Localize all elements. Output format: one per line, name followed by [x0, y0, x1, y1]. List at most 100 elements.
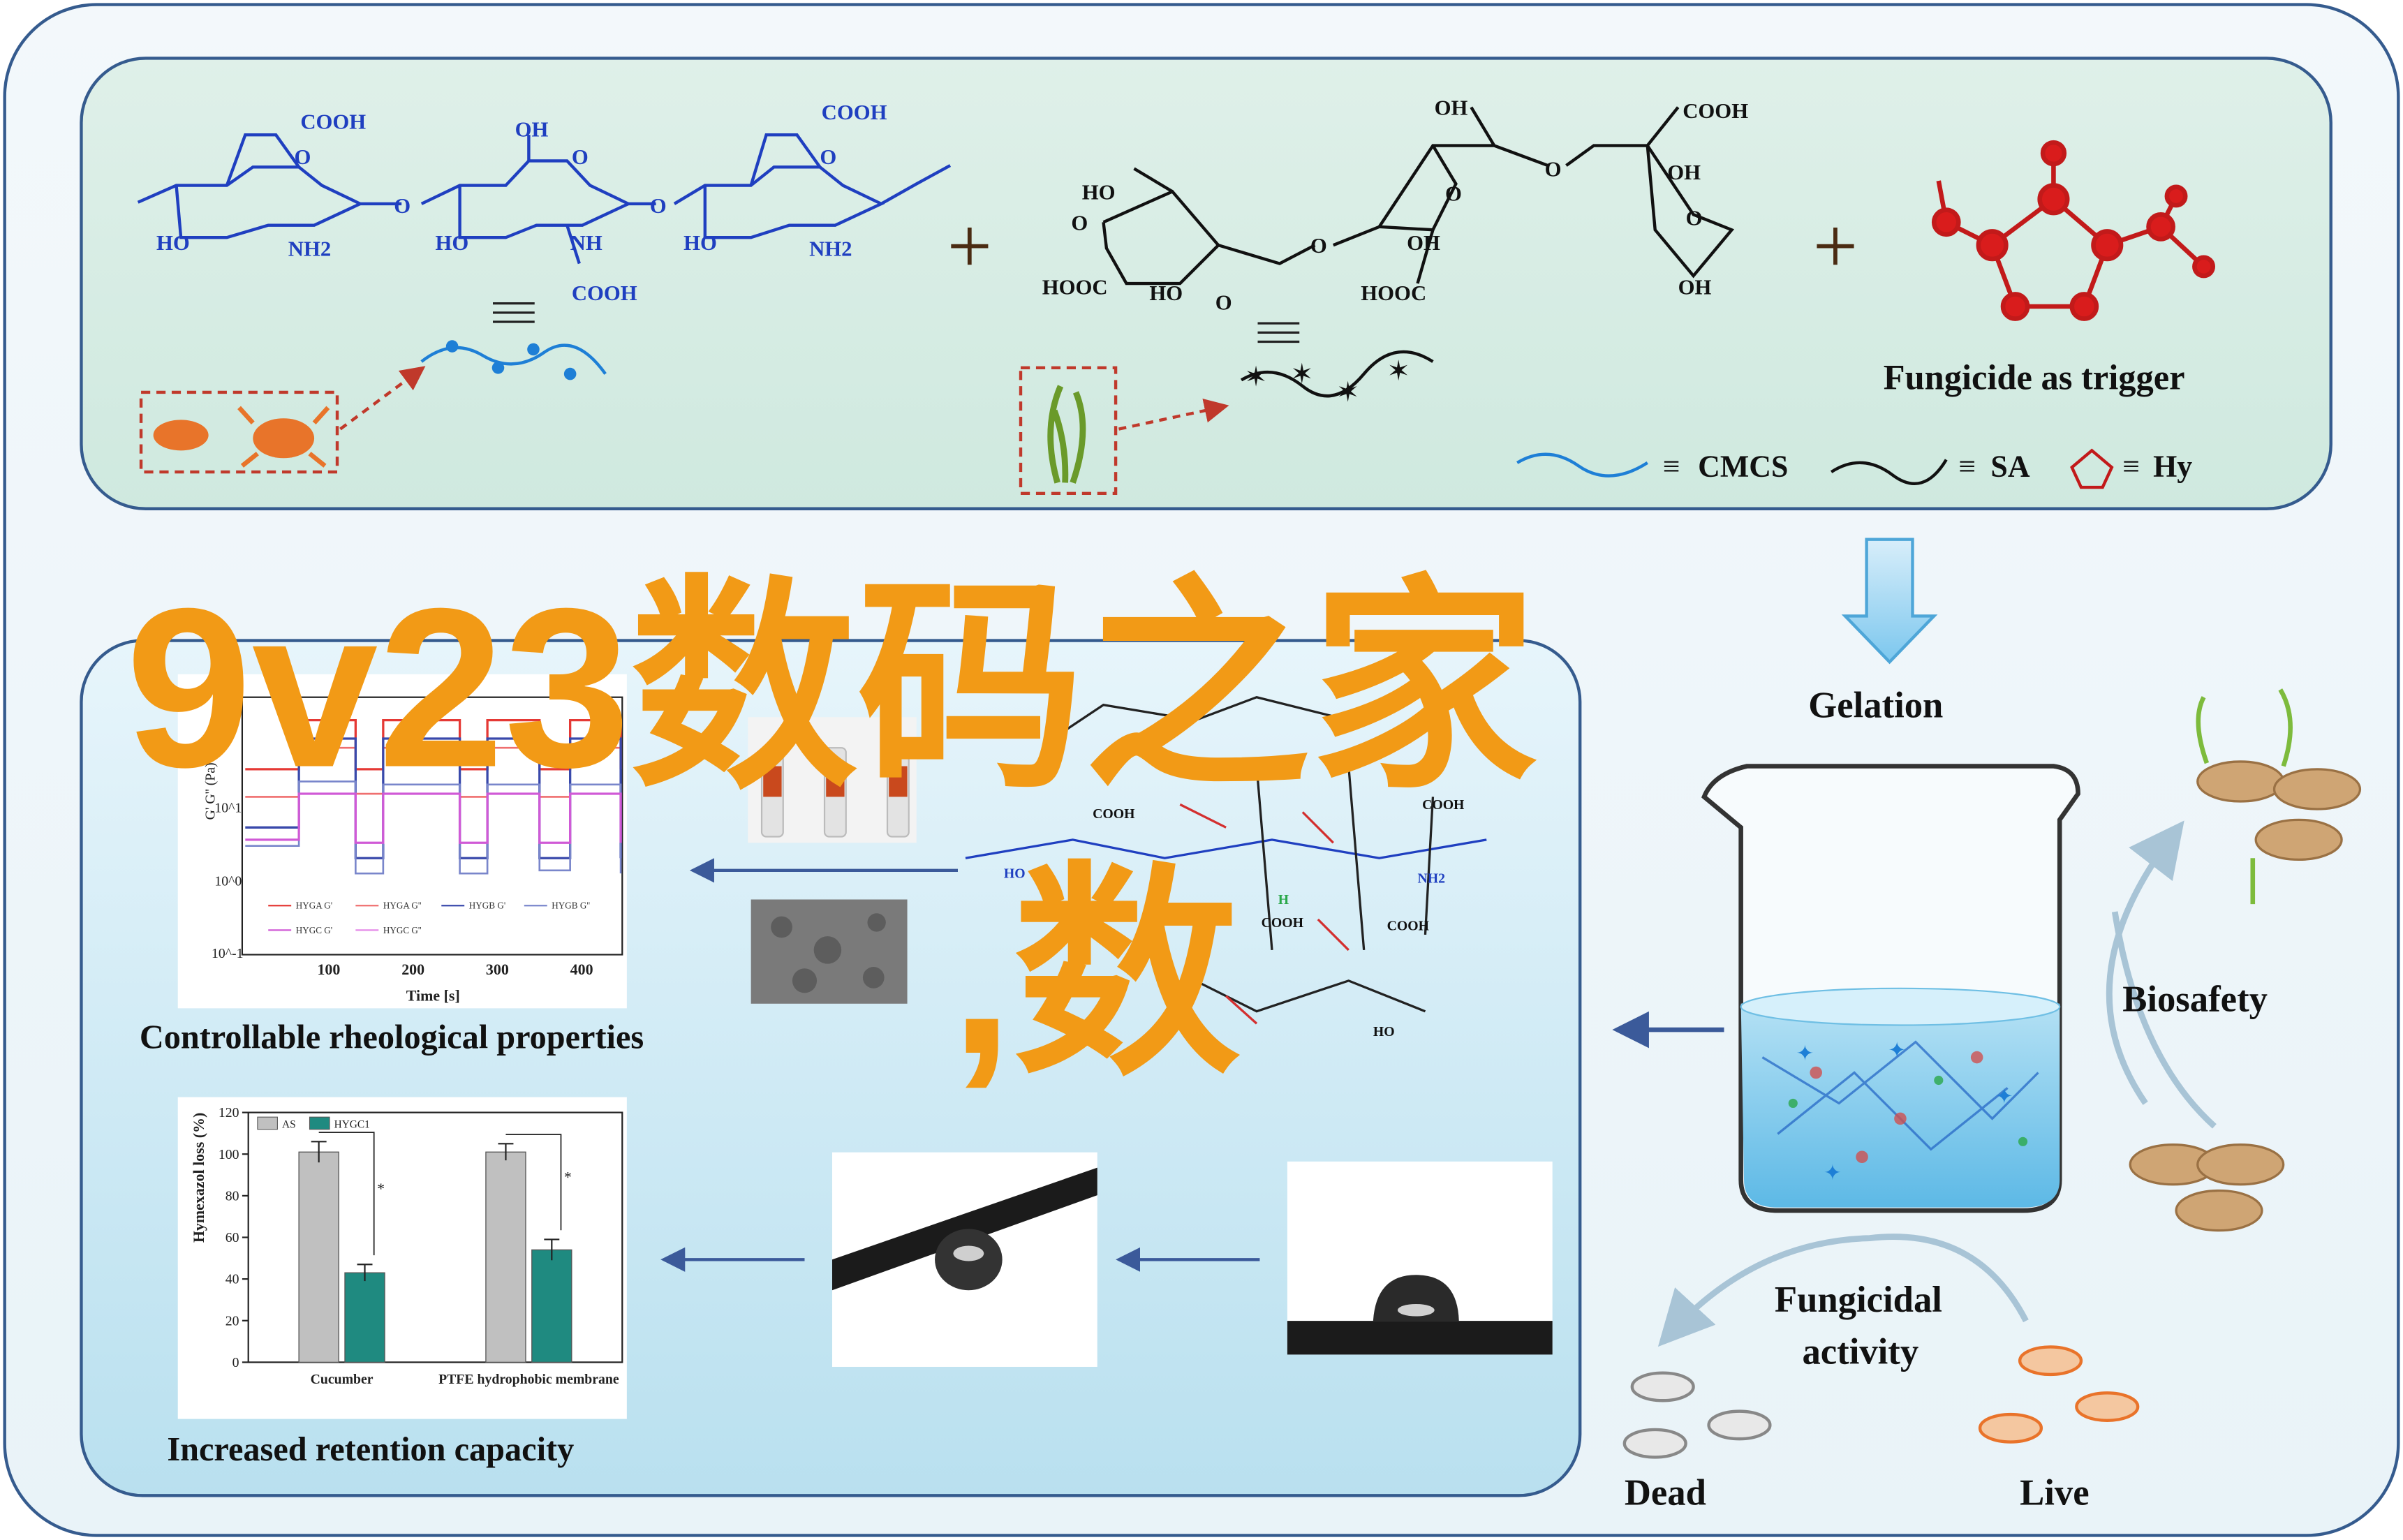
legend-hy-label: Hy — [2153, 450, 2192, 484]
svg-text:✶: ✶ — [1387, 355, 1410, 386]
svg-text:HYGC G': HYGC G' — [296, 925, 332, 935]
hydrogel-network — [965, 696, 1487, 1025]
retention-ylabel: Hymexazol loss (%) — [190, 1113, 207, 1243]
rheology-ytick-3: 10^-1 — [212, 946, 243, 961]
cmcs-labels: COOH O HO NH2 O OH O HO NH COOH O COOH O… — [156, 101, 887, 305]
cmcs-ho-3: HO — [683, 231, 717, 255]
gelation-arrow — [1841, 538, 1938, 665]
biosafety-arrow-down — [2111, 911, 2217, 1129]
sa-hooc-a: HOOC — [1042, 275, 1108, 299]
shrimp-crab-box — [139, 390, 339, 474]
watermark-line-2: ,数 — [950, 847, 1240, 1101]
legend-cmcs-equiv: ≡ — [1663, 450, 1680, 484]
legend-hy-equiv: ≡ — [2122, 450, 2140, 484]
watermark: 9v23数码之家 ,数 — [126, 561, 1537, 1101]
sa-ho-b: HO — [1149, 281, 1183, 305]
beaker: ✦✦✦✦ — [1701, 764, 2080, 1213]
sa-o-b: O — [1215, 290, 1232, 314]
retention-significance-bracket — [505, 1134, 562, 1231]
droplet-photo-tilted — [831, 1152, 1097, 1367]
rheology-chart-bg — [177, 674, 627, 1009]
live-fungi-icon — [1978, 1345, 2140, 1444]
sa-hooc-b: HOOC — [1361, 281, 1426, 305]
sa-o-e: O — [1545, 157, 1562, 181]
cmcs-equiv: ||| — [492, 299, 543, 327]
svg-text:COOH: COOH — [1387, 918, 1430, 933]
biosafety-arrow-up — [2106, 820, 2184, 1105]
retention-chart: Hymexazol loss (%) 020406080100120*Cucum… — [177, 1097, 627, 1419]
sa-oh-mid: OH — [1407, 231, 1440, 255]
trigger-label: Fungicide as trigger — [1884, 358, 2185, 397]
cmcs-nh2-2: NH2 — [809, 237, 852, 261]
retention-ytick-label: 120 — [219, 1105, 239, 1120]
sa-oh-r: OH — [1667, 161, 1701, 184]
seaweed-icon — [1047, 385, 1086, 484]
svg-text:HO: HO — [1004, 866, 1026, 882]
sa-ho-a: HO — [1082, 180, 1116, 204]
shrimp-icon — [153, 420, 209, 451]
legend-cmcs-label: CMCS — [1698, 450, 1788, 484]
legend-sa-label: SA — [1990, 450, 2029, 484]
cmcs-oh-1: OH — [515, 117, 549, 141]
sprouting-seeds-icon — [2196, 688, 2362, 905]
retention-bar — [485, 1151, 526, 1363]
retention-category-label: Cucumber — [311, 1372, 374, 1387]
retention-significance-star: * — [377, 1180, 385, 1197]
cmcs-o-4: O — [650, 194, 667, 218]
cmcs-symbol — [420, 340, 607, 380]
svg-text:COOH: COOH — [1262, 915, 1304, 931]
cmcs-cooh-2: COOH — [572, 281, 637, 305]
retention-ytick-label: 40 — [225, 1272, 239, 1287]
svg-text:✦: ✦ — [1888, 1039, 1906, 1063]
cmcs-structure — [137, 133, 952, 265]
seaweed-box — [1019, 366, 1118, 495]
crab-icon — [253, 418, 315, 459]
retention-bar — [298, 1151, 339, 1363]
svg-text:HYGC G'': HYGC G'' — [383, 925, 422, 935]
svg-text:COOH: COOH — [1422, 797, 1465, 813]
cmcs-ho-2: HO — [435, 231, 468, 255]
dead-label: Dead — [1625, 1473, 1706, 1513]
rheology-chart: G' G'' (Pa) 10^1 10^0 10^-1 100 200 300 … — [177, 674, 627, 1009]
svg-text:✶: ✶ — [1336, 377, 1359, 408]
svg-text:HYGA G'': HYGA G'' — [383, 901, 422, 911]
cmcs-o-5: O — [820, 145, 836, 169]
sa-oh-top: OH — [1435, 96, 1468, 120]
dead-fungi-icon — [1622, 1371, 1772, 1459]
sa-cooh-top: COOH — [1683, 99, 1748, 123]
retention-ytick-label: 20 — [225, 1313, 239, 1328]
sa-equiv: ||| — [1257, 319, 1308, 347]
fungicidal-label-1: Fungicidal — [1775, 1280, 1942, 1320]
sa-oh-bottom: OH — [1678, 275, 1712, 299]
svg-text:COOH: COOH — [1093, 806, 1135, 822]
watermark-line-1: 9v23数码之家 — [126, 561, 1537, 815]
legend-sa-equiv: ≡ — [1958, 450, 1976, 484]
fungicidal-arrow — [1657, 1234, 2029, 1347]
sa-structure — [1102, 106, 1735, 286]
cmcs-o-3: O — [572, 145, 589, 169]
retention-ytick-label: 80 — [225, 1188, 239, 1204]
plus-sign-1: + — [947, 202, 992, 290]
sa-o-f: O — [1686, 207, 1703, 230]
live-label: Live — [2020, 1473, 2089, 1513]
cmcs-cooh-1: COOH — [300, 110, 366, 133]
rheology-ylabel: G' G'' (Pa) — [202, 762, 218, 820]
top-panel-box — [80, 57, 2332, 510]
svg-text:HYGA G': HYGA G' — [296, 901, 332, 911]
retention-legend-hyg: HYGC1 — [334, 1119, 370, 1131]
retention-ytick-label: 60 — [225, 1230, 239, 1245]
rheology-xtick-4: 400 — [570, 961, 593, 978]
legend-sa-glyph — [1830, 459, 1948, 485]
rheology-legend: HYGA G' HYGA G'' HYGB G' HYGB G'' HYGC G… — [268, 901, 590, 935]
svg-text:✦: ✦ — [1824, 1161, 1842, 1185]
rheology-xlabel: Time [s] — [406, 986, 460, 1004]
rheology-ytick-2: 10^0 — [214, 874, 242, 889]
retention-legend-as: AS — [282, 1119, 296, 1131]
molecule-legend: ≡ CMCS ≡ SA ≡ Hy — [1516, 448, 2192, 489]
top-panel: COOH O HO NH2 O OH O HO NH COOH O COOH O… — [80, 57, 2332, 510]
retention-ytick-label: 0 — [232, 1355, 239, 1370]
biosafety-group: Biosafety — [2106, 688, 2362, 1232]
rheology-xtick-3: 300 — [486, 961, 509, 978]
network-labels: COOH COOH HO NH2 COOH HO H H COOH — [1004, 711, 1465, 1039]
svg-text:HYGB G'': HYGB G'' — [552, 901, 590, 911]
